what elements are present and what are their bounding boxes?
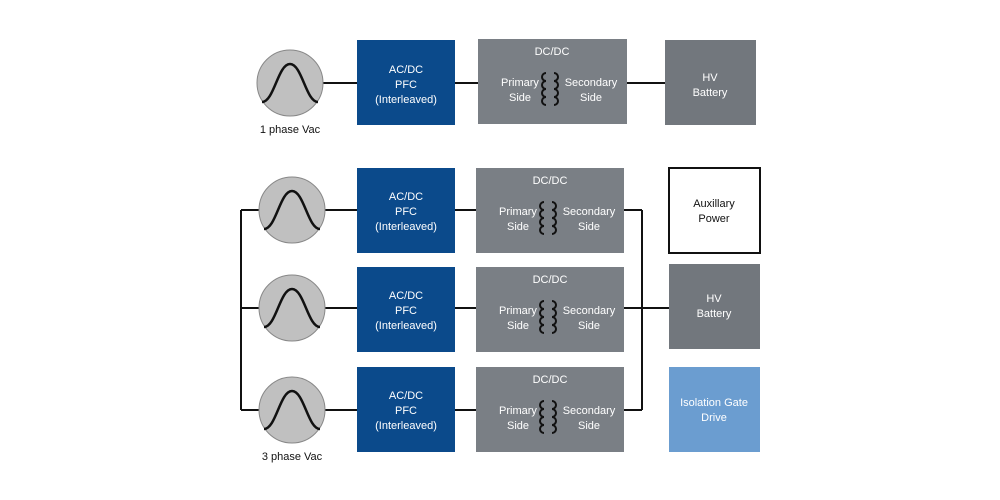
secondary-line-2: Side <box>578 221 600 233</box>
pfc-line-3: (Interleaved) <box>375 320 437 332</box>
isolation-line-1: Isolation Gate <box>680 397 748 409</box>
primary-line-1: Primary <box>499 405 537 417</box>
battery-block-3phase: HV Battery <box>669 264 760 349</box>
ac-source-circle <box>258 176 326 244</box>
dcdc-box <box>478 39 627 124</box>
battery-line-2: Battery <box>693 87 728 99</box>
isolation-line-2: Drive <box>701 412 727 424</box>
dcdc-block-phase-2: DC/DC Primary Side Secondary Side <box>476 267 624 352</box>
primary-line-1: Primary <box>499 206 537 218</box>
pfc-line-1: AC/DC <box>389 290 423 302</box>
dcdc-block-1phase: DC/DC Primary Side Secondary Side <box>478 39 627 124</box>
secondary-line-1: Secondary <box>563 305 616 317</box>
secondary-line-2: Side <box>578 420 600 432</box>
pfc-block-1phase: AC/DC PFC (Interleaved) <box>357 40 455 125</box>
transformer-icon <box>539 201 557 235</box>
source-label-3phase: 3 phase Vac <box>262 451 323 463</box>
pfc-block-phase-1: AC/DC PFC (Interleaved) <box>357 168 455 253</box>
pfc-line-3: (Interleaved) <box>375 94 437 106</box>
pfc-line-1: AC/DC <box>389 64 423 76</box>
auxiliary-box <box>668 167 761 254</box>
dcdc-title: DC/DC <box>533 374 568 386</box>
auxiliary-line-1: Auxillary <box>693 198 735 210</box>
primary-line-1: Primary <box>499 305 537 317</box>
isolation-gate-drive-block: Isolation Gate Drive <box>669 367 760 452</box>
secondary-line-2: Side <box>578 320 600 332</box>
ac-source-circle <box>258 376 326 444</box>
pfc-line-1: AC/DC <box>389 191 423 203</box>
single-phase-section: 1 phase Vac AC/DC PFC (Interleaved) DC/D… <box>256 39 756 136</box>
pfc-box <box>357 168 455 253</box>
ac-source-circle <box>258 274 326 342</box>
battery-line-1: HV <box>706 293 722 305</box>
auxiliary-power-block: Auxillary Power <box>668 167 761 254</box>
battery-block-1phase: HV Battery <box>665 40 756 125</box>
primary-line-2: Side <box>509 92 531 104</box>
dcdc-box <box>476 267 624 352</box>
pfc-box <box>357 267 455 352</box>
pfc-line-2: PFC <box>395 79 417 91</box>
ac-source-phase-2 <box>258 274 326 342</box>
dcdc-title: DC/DC <box>535 46 570 58</box>
sine-wave-icon <box>263 189 321 231</box>
pfc-line-2: PFC <box>395 305 417 317</box>
primary-line-2: Side <box>507 221 529 233</box>
isolation-box <box>669 367 760 452</box>
battery-line-2: Battery <box>697 308 732 320</box>
transformer-icon <box>539 300 557 334</box>
pfc-line-2: PFC <box>395 206 417 218</box>
battery-box <box>669 264 760 349</box>
primary-line-2: Side <box>507 320 529 332</box>
dcdc-box <box>476 367 624 452</box>
primary-line-2: Side <box>507 420 529 432</box>
ac-source-circle <box>256 49 324 117</box>
dcdc-title: DC/DC <box>533 274 568 286</box>
dcdc-block-phase-1: DC/DC Primary Side Secondary Side <box>476 168 624 253</box>
pfc-block-phase-2: AC/DC PFC (Interleaved) <box>357 267 455 352</box>
sine-wave-icon <box>261 62 319 104</box>
battery-box <box>665 40 756 125</box>
pfc-line-3: (Interleaved) <box>375 420 437 432</box>
source-label-1phase: 1 phase Vac <box>260 124 321 136</box>
secondary-line-1: Secondary <box>563 405 616 417</box>
dcdc-title: DC/DC <box>533 175 568 187</box>
ac-source-phase-3 <box>258 376 326 444</box>
battery-line-1: HV <box>702 72 718 84</box>
pfc-line-2: PFC <box>395 405 417 417</box>
pfc-line-3: (Interleaved) <box>375 221 437 233</box>
transformer-icon <box>541 72 559 106</box>
pfc-block-phase-3: AC/DC PFC (Interleaved) <box>357 367 455 452</box>
secondary-line-2: Side <box>580 92 602 104</box>
sine-wave-icon <box>263 389 321 431</box>
secondary-line-1: Secondary <box>565 77 618 89</box>
three-phase-section: 3 phase Vac AC/DC PFC (Interleaved) AC/D… <box>240 167 761 463</box>
ac-source-phase-1 <box>258 176 326 244</box>
sine-wave-icon <box>263 287 321 329</box>
pfc-box <box>357 40 455 125</box>
ac-source-1phase: 1 phase Vac <box>256 49 324 136</box>
auxiliary-line-2: Power <box>698 213 730 225</box>
dcdc-block-phase-3: DC/DC Primary Side Secondary Side <box>476 367 624 452</box>
transformer-icon <box>539 400 557 434</box>
pfc-line-1: AC/DC <box>389 390 423 402</box>
primary-line-1: Primary <box>501 77 539 89</box>
dcdc-box <box>476 168 624 253</box>
pfc-box <box>357 367 455 452</box>
secondary-line-1: Secondary <box>563 206 616 218</box>
